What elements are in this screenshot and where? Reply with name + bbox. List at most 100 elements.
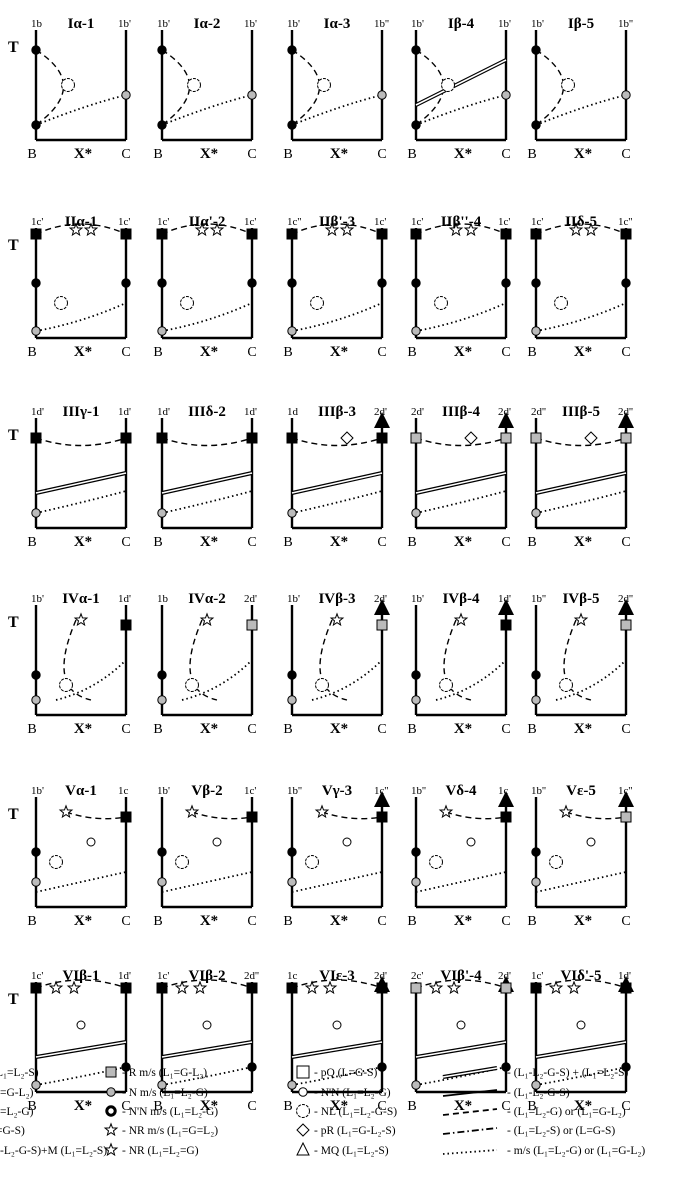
- point-marker: [621, 1062, 631, 1072]
- x-label-right: C: [377, 914, 386, 929]
- corner-label-right: 1c': [374, 216, 386, 228]
- x-label-mid: X*: [574, 146, 592, 162]
- legend-label: L₁=L₂-S): [0, 1067, 39, 1079]
- point-marker: [411, 877, 421, 887]
- dotted-curve: [415, 302, 507, 332]
- flower-marker: [187, 78, 201, 92]
- y-axis-label: T: [8, 237, 19, 254]
- panel-title: Vα-1: [65, 783, 97, 799]
- dotted-curve: [35, 1066, 127, 1086]
- x-label-left: B: [153, 1099, 162, 1114]
- x-label-right: C: [621, 722, 630, 737]
- point-marker: [411, 1080, 421, 1090]
- corner-label-right: 1b': [498, 18, 511, 30]
- corner-label-right: 2d': [374, 593, 387, 605]
- star-marker: [174, 980, 190, 995]
- star-marker: [184, 804, 200, 819]
- corner-label-right: 1d': [244, 406, 257, 418]
- diamond-marker: [464, 431, 478, 445]
- legend-item: - NR m/s (L₁=G=L₂): [103, 1122, 218, 1137]
- legend-label: - (L₁-L₂-G-S): [507, 1087, 570, 1099]
- double-line-core: [35, 1041, 127, 1058]
- square-marker: [30, 982, 42, 994]
- corner-label-left: 1b': [411, 18, 424, 30]
- dashed-curve: [161, 437, 253, 447]
- x-label-mid: X*: [574, 1098, 592, 1114]
- square-marker: [530, 228, 542, 240]
- x-label-mid: X*: [74, 146, 92, 162]
- square-marker: [620, 432, 632, 444]
- point-marker: [287, 670, 297, 680]
- legend-label: - N'N (L₁=L₂-G): [314, 1087, 391, 1099]
- panel-title: VIβ'-4: [440, 968, 482, 984]
- legend-item: - R m/s (L₁=G-L₂): [105, 1066, 207, 1079]
- flower-marker: [49, 855, 63, 869]
- point-marker: [411, 847, 421, 857]
- x-label-right: C: [247, 914, 256, 929]
- x-label-right: C: [621, 914, 630, 929]
- square-marker: [246, 811, 258, 823]
- corner-label-left: 1c': [531, 970, 543, 982]
- star-marker: [304, 980, 320, 995]
- square-marker: [120, 228, 132, 240]
- star-marker: [568, 222, 584, 237]
- double-line-core: [535, 472, 627, 494]
- point-marker: [157, 326, 167, 336]
- star-marker: [314, 804, 330, 819]
- corner-label-right: 1c': [244, 216, 256, 228]
- x-label-right: C: [247, 1099, 256, 1114]
- x-label-right: C: [621, 1099, 630, 1114]
- dotted-curve: [161, 94, 253, 126]
- legend-swatch: [442, 1089, 498, 1097]
- square-marker: [156, 228, 168, 240]
- star-marker: [448, 222, 464, 237]
- flower-marker: [315, 678, 329, 692]
- star-marker: [73, 612, 89, 627]
- x-label-mid: X*: [574, 721, 592, 737]
- panel-title: IIα-1: [65, 214, 98, 230]
- dotted-curve: [291, 871, 383, 893]
- legend-item: - MQ (L₁=L₂-S): [296, 1141, 389, 1157]
- corner-label-left: 1c': [31, 970, 43, 982]
- corner-label-right: 2d': [498, 406, 511, 418]
- dashed-curve: [415, 49, 444, 126]
- dotted-curve: [55, 659, 127, 701]
- x-label-mid: X*: [454, 721, 472, 737]
- corner-label-right: 1c: [118, 785, 129, 797]
- x-label-right: C: [377, 722, 386, 737]
- point-marker: [157, 847, 167, 857]
- square-marker: [376, 228, 388, 240]
- dashed-curve: [291, 979, 383, 989]
- legend-item: L₁=L₂-S): [0, 1067, 39, 1079]
- dotted-curve: [35, 490, 127, 514]
- panel-title: Iα-1: [68, 16, 95, 32]
- flower-marker: [429, 855, 443, 869]
- star-marker: [573, 612, 589, 627]
- point-marker: [287, 695, 297, 705]
- flower-marker: [561, 78, 575, 92]
- flower-marker: [317, 78, 331, 92]
- x-label-mid: X*: [74, 534, 92, 550]
- square-marker: [156, 432, 168, 444]
- square-marker: [246, 228, 258, 240]
- star-marker: [566, 980, 582, 995]
- x-label-mid: X*: [74, 721, 92, 737]
- square-marker: [120, 811, 132, 823]
- x-label-left: B: [527, 1099, 536, 1114]
- corner-label-right: 1d': [118, 593, 131, 605]
- square-marker: [500, 228, 512, 240]
- corner-label-left: 1d: [287, 406, 299, 418]
- corner-label-right: 1c'': [618, 216, 632, 228]
- square-marker: [120, 982, 132, 994]
- point-marker: [31, 847, 41, 857]
- x-label-left: B: [407, 1099, 416, 1114]
- panel-title: IVα-1: [62, 591, 100, 607]
- corner-label-left: 1b': [31, 593, 44, 605]
- point-marker: [157, 1080, 167, 1090]
